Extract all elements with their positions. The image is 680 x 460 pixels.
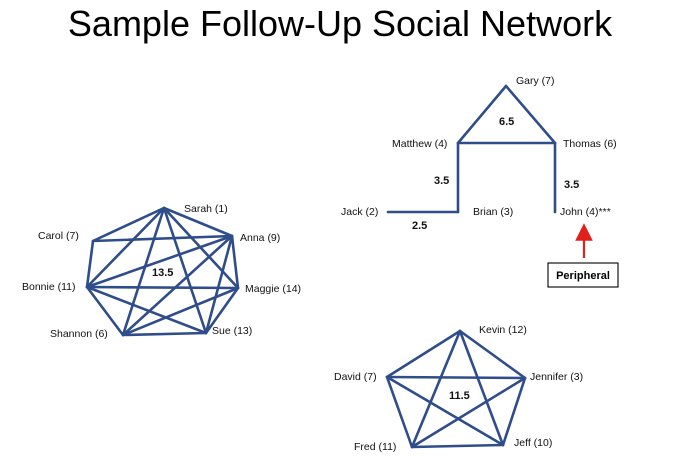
edge-sue-shannon: [121, 331, 208, 337]
node-label-gary: Gary (7): [516, 75, 555, 87]
network-3-score: 11.5: [449, 390, 470, 402]
node-label-shannon: Shannon (6): [50, 328, 108, 340]
edge-anna-sue: [204, 234, 234, 335]
network-1-edges: [85, 206, 240, 337]
node-label-fred: Fred (11): [354, 441, 396, 453]
edge-anna-shannon: [121, 234, 234, 337]
node-label-jack: Jack (2): [341, 206, 378, 218]
edge-kevin-fred: [410, 329, 462, 449]
peripheral-callout-box: [547, 262, 619, 288]
node-label-david: David (7): [334, 371, 377, 383]
slide-title: Sample Follow-Up Social Network: [67, 3, 613, 44]
edge-jeff-david: [385, 375, 505, 447]
edge-gary-thomas: [504, 84, 557, 145]
edge-sue-bonnie: [85, 285, 208, 335]
network-3-edges: [385, 329, 527, 449]
node-label-jennifer: Jennifer (3): [530, 371, 583, 383]
edge-sarah-anna: [162, 206, 234, 238]
edge-kevin-jeff: [458, 329, 505, 447]
score-triangle: 6.5: [499, 116, 514, 128]
edge-bonnie-carol: [85, 239, 95, 289]
edge-sarah-sue: [162, 206, 208, 335]
network-1-labels: Sarah (1) Anna (9) Maggie (14) Sue (13) …: [22, 203, 301, 340]
network-2-edges: [386, 84, 557, 214]
edge-jennifer-jeff: [501, 376, 527, 447]
score-thomas-john: 3.5: [564, 179, 579, 191]
node-label-anna: Anna (9): [240, 232, 280, 244]
edge-sarah-bonnie: [85, 206, 166, 289]
edge-gary-matthew: [456, 84, 508, 145]
edge-sarah-carol: [91, 206, 166, 243]
network-3-labels: Kevin (12) Jennifer (3) Jeff (10) Fred (…: [334, 324, 583, 453]
node-label-matthew: Matthew (4): [392, 138, 447, 150]
edge-jennifer-david: [385, 375, 527, 380]
node-label-kevin: Kevin (12): [479, 324, 527, 336]
edge-anna-bonnie: [85, 234, 234, 289]
node-label-maggie: Maggie (14): [245, 283, 301, 295]
edge-maggie-sue: [204, 286, 240, 335]
edge-anna-maggie: [230, 234, 240, 290]
node-label-john: John (4)***: [560, 206, 611, 218]
edge-shannon-bonnie: [85, 285, 125, 337]
node-label-bonnie: Bonnie (11): [22, 281, 76, 293]
score-matthew-brian: 3.5: [434, 175, 449, 187]
edge-maggie-shannon: [121, 286, 240, 337]
node-label-carol: Carol (7): [38, 230, 79, 242]
score-jack-brian: 2.5: [412, 220, 427, 232]
edge-jeff-fred: [410, 443, 505, 449]
edge-david-kevin: [385, 329, 462, 379]
edge-anna-carol: [91, 234, 234, 243]
network-2-labels: Gary (7) Matthew (4) Thomas (6) Jack (2)…: [341, 75, 617, 232]
edge-kevin-jennifer: [458, 329, 527, 380]
peripheral-callout-label: Peripheral: [556, 270, 610, 282]
edge-sarah-shannon: [121, 206, 166, 337]
edge-fred-david: [385, 375, 414, 449]
edge-jennifer-fred: [410, 376, 527, 449]
edge-maggie-bonnie: [85, 285, 240, 290]
node-label-thomas: Thomas (6): [563, 138, 617, 150]
node-label-sarah: Sarah (1): [184, 203, 228, 215]
node-label-jeff: Jeff (10): [514, 437, 552, 449]
node-label-brian: Brian (3): [473, 206, 513, 218]
network-1-score: 13.5: [152, 267, 173, 279]
node-label-sue: Sue (13): [212, 325, 252, 337]
